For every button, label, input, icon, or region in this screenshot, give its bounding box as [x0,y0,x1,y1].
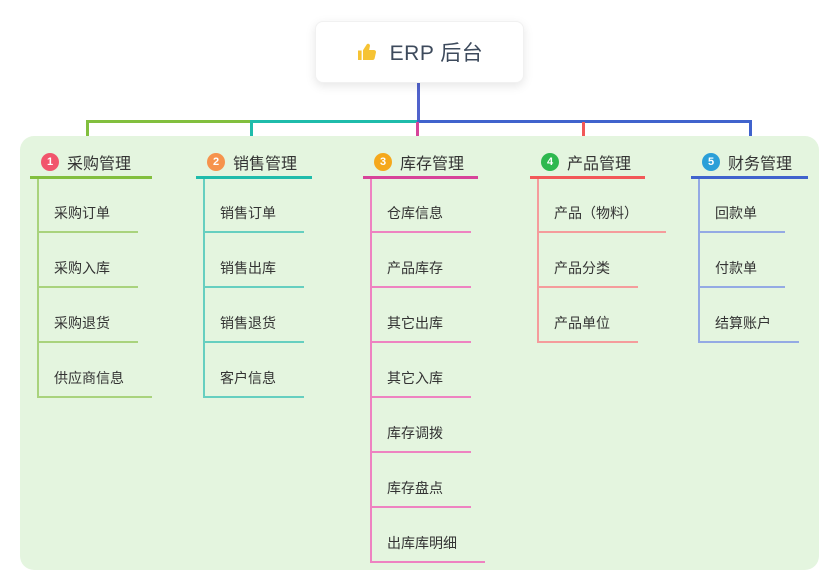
root-node[interactable]: ERP 后台 [315,21,524,83]
child-node[interactable]: 供应商信息 [37,370,152,398]
bus-line-teal [251,120,418,123]
child-node[interactable]: 采购入库 [37,260,138,288]
child-node[interactable]: 产品分类 [537,260,638,288]
child-node[interactable]: 客户信息 [203,370,304,398]
branch-badge-1: 1 [41,153,59,171]
child-node[interactable]: 销售订单 [203,205,304,233]
branch-badge-2: 2 [207,153,225,171]
child-node[interactable]: 库存盘点 [370,480,471,508]
child-node[interactable]: 付款单 [698,260,785,288]
child-node[interactable]: 产品库存 [370,260,471,288]
branch-badge-5: 5 [702,153,720,171]
child-node[interactable]: 采购退货 [37,315,138,343]
bus-line-green [86,120,253,123]
branch-badge-3: 3 [374,153,392,171]
child-node[interactable]: 仓库信息 [370,205,471,233]
branch3-stem-line [370,179,372,563]
child-node[interactable]: 结算账户 [698,315,799,343]
root-connector-line [417,83,420,121]
branch-label: 采购管理 [67,156,132,173]
branch4-drop-line [582,122,585,147]
branch-node-inventory[interactable]: 3 库存管理 [363,148,478,179]
branch-node-sales[interactable]: 2 销售管理 [196,148,312,179]
child-node[interactable]: 销售出库 [203,260,304,288]
branches-panel [20,136,819,570]
branch5-drop-line [749,120,752,147]
branch1-stem-line [37,179,39,398]
branch-node-finance[interactable]: 5 财务管理 [691,148,808,179]
branch2-stem-line [203,179,205,398]
branch3-drop-line [416,122,419,147]
branch-label: 财务管理 [728,156,793,173]
thumbs-up-icon [356,40,380,64]
branch-label: 产品管理 [567,156,632,173]
child-node[interactable]: 回款单 [698,205,785,233]
child-node[interactable]: 出库库明细 [370,535,485,563]
child-node[interactable]: 其它出库 [370,315,471,343]
child-node[interactable]: 产品（物料） [537,205,666,233]
branch-label: 库存管理 [400,156,465,173]
branch1-drop-line [86,120,89,147]
branch-node-product[interactable]: 4 产品管理 [530,148,645,179]
child-node[interactable]: 其它入库 [370,370,471,398]
branch4-stem-line [537,179,539,343]
branch-label: 销售管理 [233,156,298,173]
child-node[interactable]: 采购订单 [37,205,138,233]
branch2-drop-line [250,120,253,147]
child-node[interactable]: 库存调拨 [370,425,471,453]
branch5-stem-line [698,179,700,343]
child-node[interactable]: 销售退货 [203,315,304,343]
branch-badge-4: 4 [541,153,559,171]
root-title: ERP 后台 [389,42,484,65]
child-node[interactable]: 产品单位 [537,315,638,343]
bus-line-blue [417,120,752,123]
branch-node-purchase[interactable]: 1 采购管理 [30,148,152,179]
